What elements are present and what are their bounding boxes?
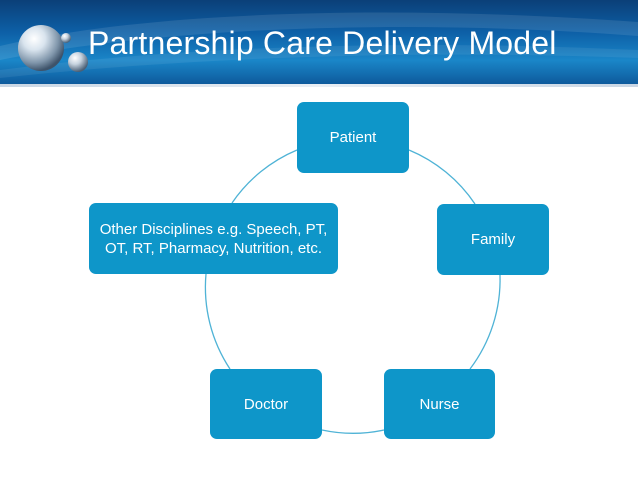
cycle-node-doctor: Doctor bbox=[210, 369, 322, 439]
slide-title: Partnership Care Delivery Model bbox=[88, 25, 557, 61]
globe-logo-icon bbox=[18, 25, 88, 72]
cycle-node-patient: Patient bbox=[297, 102, 409, 173]
cycle-node-family: Family bbox=[437, 204, 549, 275]
cycle-node-nurse: Nurse bbox=[384, 369, 495, 439]
connector-nurse-doctor bbox=[321, 429, 385, 434]
connector-family-nurse bbox=[469, 274, 501, 370]
header-rule bbox=[0, 84, 638, 87]
cycle-node-other-disciplines: Other Disciplines e.g. Speech, PT, OT, R… bbox=[89, 203, 338, 274]
header-decoration bbox=[0, 12, 638, 78]
connector-other-patient bbox=[231, 149, 298, 204]
connector-doctor-other bbox=[204, 273, 231, 370]
connector-patient-family bbox=[408, 149, 476, 205]
title-bar bbox=[0, 0, 638, 84]
